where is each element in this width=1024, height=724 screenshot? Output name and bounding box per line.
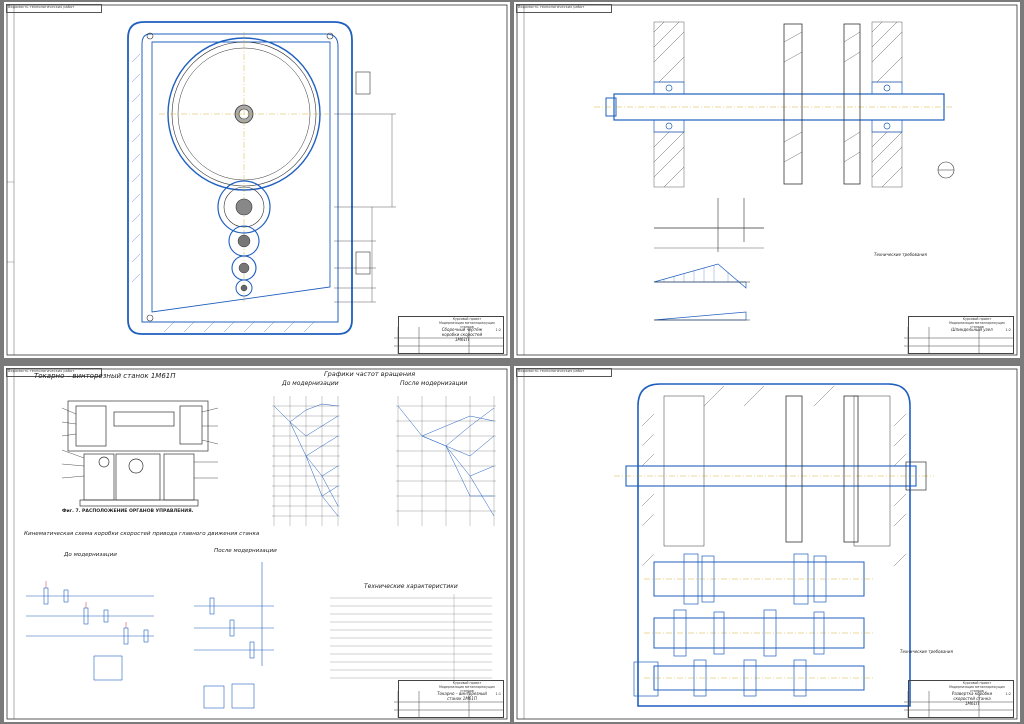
course-project-label: Курсовой проект: [962, 317, 992, 321]
sheet-lathe-overview: Ведомость технологических работ Токарно …: [4, 366, 510, 722]
sheet-gearbox-assembly: Ведомость технологических работ Курсовой…: [4, 2, 510, 358]
figure-caption: Фиг. 7. РАСПОЛОЖЕНИЕ ОРГАНОВ УПРАВЛЕНИЯ.: [62, 509, 194, 514]
drawing-scale: 1:2: [495, 328, 501, 332]
lathe-overview-drawing: [6, 368, 508, 720]
kinematic-heading: Кинематическая схема коробки скоростей п…: [24, 531, 260, 537]
approval-stamp: Ведомость технологических работ: [516, 368, 612, 377]
approval-stamp: Ведомость технологических работ: [6, 368, 102, 377]
course-project-label: Курсовой проект: [962, 681, 992, 685]
drawing-scale: 1:1: [495, 692, 501, 696]
course-project-label: Курсовой проект: [452, 317, 482, 321]
approval-stamp: Ведомость технологических работ: [516, 4, 612, 13]
tech-requirements-note: Технические требования: [900, 649, 953, 654]
drawing-title: Развертка коробки скоростей станка 1М61П: [951, 691, 993, 706]
tech-requirements-note: Технические требования: [874, 252, 927, 257]
sheet-gearbox-section: Ведомость технологических работ Техничес…: [514, 366, 1020, 722]
course-project-label: Курсовой проект: [452, 681, 482, 685]
department-label: Модернизация металлорежущих станков: [949, 684, 1005, 693]
gearbox-section-drawing: [516, 368, 1018, 720]
kinematic-before-label: До модернизации: [64, 552, 117, 558]
graph-after-label: После модернизации: [400, 380, 468, 387]
department-label: Модернизация металлорежущих станков: [439, 320, 495, 329]
graph-before-label: До модернизации: [282, 380, 339, 387]
drawing-title: Шпиндельный узел: [951, 327, 993, 332]
approval-stamp: Ведомость технологических работ: [6, 4, 102, 13]
kinematic-after-label: После модернизации: [214, 548, 277, 554]
drawing-title: Сборочный чертёж коробки скоростей 1М61П: [441, 327, 483, 342]
graphs-heading: Графики частот вращения: [324, 370, 416, 378]
drawing-scale: 1:2: [1005, 328, 1011, 332]
spindle-shaft-drawing: [516, 4, 1018, 356]
drawing-scale: 1:2: [1005, 692, 1011, 696]
gearbox-front-view-drawing: [6, 4, 508, 356]
sheet-spindle-unit: Ведомость технологических работ Техничес…: [514, 2, 1020, 358]
department-label: Модернизация металлорежущих станков: [949, 320, 1005, 329]
lathe-heading: Токарно – винторезный станок 1М61П: [34, 372, 176, 380]
specs-heading: Технические характеристики: [364, 583, 458, 590]
drawing-title: Токарно – винторезный станок 1М61П: [437, 691, 487, 701]
department-label: Модернизация металлорежущих станков: [439, 684, 495, 693]
